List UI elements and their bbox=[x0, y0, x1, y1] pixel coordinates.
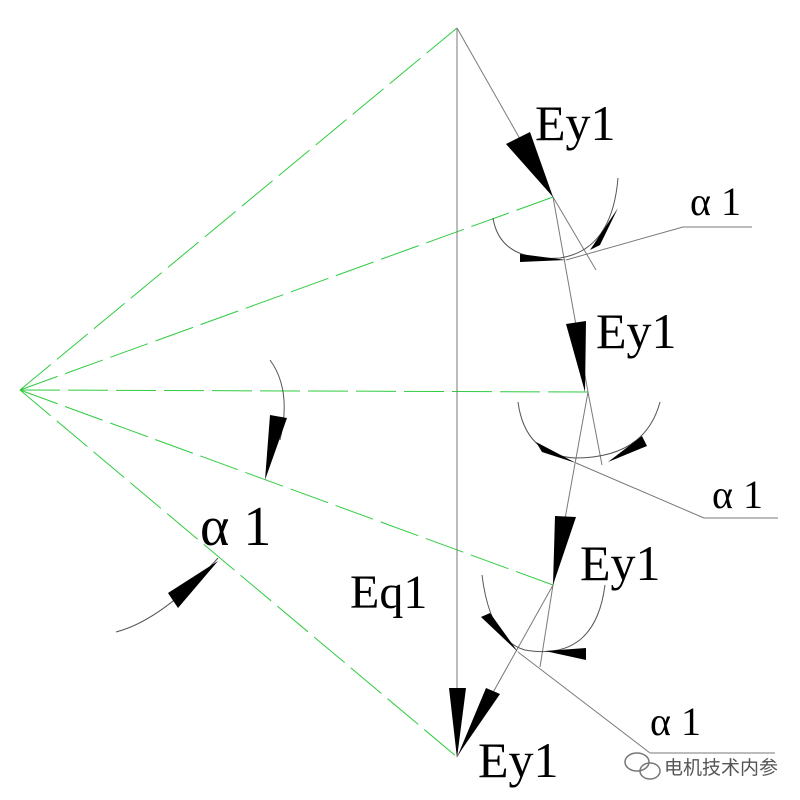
construction-line-top bbox=[19, 27, 458, 391]
eq1-label: Eq1 bbox=[350, 566, 427, 619]
alpha-label-3: α 1 bbox=[650, 699, 701, 744]
alpha-label-2: α 1 bbox=[712, 472, 763, 517]
alpha-label-1: α 1 bbox=[690, 179, 741, 224]
wechat-icon bbox=[624, 752, 661, 780]
construction-line-2 bbox=[19, 389, 589, 393]
construction-line-1 bbox=[19, 196, 554, 391]
watermark: 电机技术内参 bbox=[624, 752, 778, 780]
angle-arc-1 bbox=[492, 177, 619, 259]
ey1-label-bottom: Ey1 bbox=[478, 732, 559, 788]
ey1-label-second: Ey1 bbox=[596, 303, 677, 359]
ey1-arrowhead-4 bbox=[458, 688, 500, 755]
helper-lines bbox=[517, 196, 778, 754]
eq1-arrowhead bbox=[449, 688, 466, 758]
watermark-text: 电机技术内参 bbox=[664, 757, 778, 779]
ey1-arrowhead-1 bbox=[506, 132, 553, 197]
angle-arc-main-bottom bbox=[115, 557, 219, 633]
ey1-arrowhead-3 bbox=[553, 516, 576, 585]
ey1-arrowheads bbox=[458, 132, 586, 755]
ey1-label-top: Ey1 bbox=[535, 95, 616, 151]
ey1-arrowhead-2 bbox=[566, 321, 586, 392]
ey1-label-third: Ey1 bbox=[580, 535, 661, 591]
angle-arc-2 bbox=[517, 401, 661, 459]
eq1-phasor bbox=[449, 28, 466, 758]
angle-arcs bbox=[115, 177, 661, 653]
angle-arrowheads bbox=[168, 208, 647, 660]
alpha-label-main: α 1 bbox=[200, 496, 271, 558]
angle-arc-3 bbox=[481, 574, 606, 653]
construction-lines bbox=[19, 27, 589, 758]
